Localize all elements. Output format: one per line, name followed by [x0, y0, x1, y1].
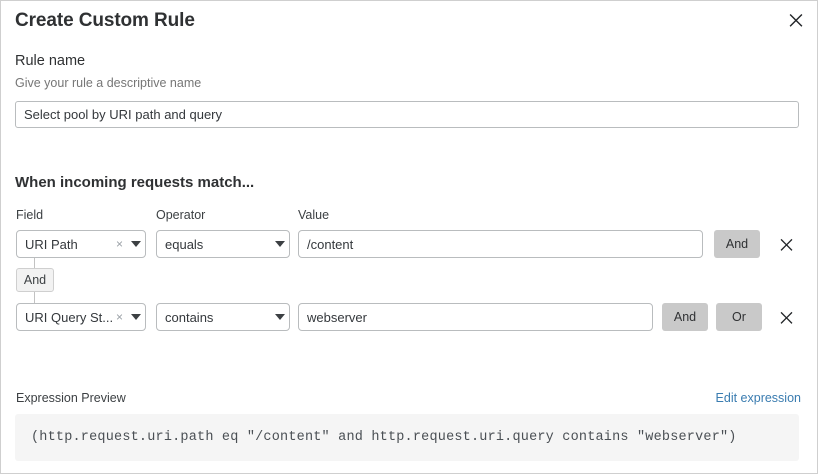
close-icon-glyph — [780, 311, 792, 324]
operator-select-2-label: contains — [165, 309, 214, 325]
field-select-1[interactable]: URI Path × — [16, 230, 146, 258]
condition-connector-line-bottom — [34, 292, 35, 303]
chevron-down-icon[interactable] — [271, 241, 289, 247]
value-input-1[interactable] — [298, 230, 703, 258]
rule-name-help-text: Give your rule a descriptive name — [15, 76, 202, 90]
add-or-condition-button-2[interactable]: Or — [716, 303, 762, 331]
column-header-field: Field — [16, 208, 44, 222]
close-icon-glyph — [780, 238, 792, 251]
match-conditions-heading: When incoming requests match... — [15, 174, 255, 191]
column-header-operator: Operator — [156, 208, 206, 222]
operator-select-2[interactable]: contains — [156, 303, 290, 331]
expression-preview-box: (http.request.uri.path eq "/content" and… — [15, 414, 799, 461]
operator-select-1-label: equals — [165, 236, 204, 252]
page-title: Create Custom Rule — [15, 10, 195, 31]
chevron-down-icon[interactable] — [271, 314, 289, 320]
close-icon[interactable] — [783, 7, 809, 33]
field-select-2-label: URI Query St... — [25, 309, 114, 325]
column-header-value: Value — [298, 208, 330, 222]
field-select-1-label: URI Path — [25, 236, 78, 252]
value-input-2[interactable] — [298, 303, 653, 331]
rule-name-label: Rule name — [15, 53, 86, 69]
expression-preview-text: (http.request.uri.path eq "/content" and… — [31, 430, 737, 445]
rule-name-input[interactable] — [15, 101, 799, 128]
close-icon-glyph — [789, 14, 803, 27]
delete-condition-button-2[interactable] — [775, 303, 797, 331]
edit-expression-link[interactable]: Edit expression — [715, 391, 801, 405]
chevron-down-icon[interactable] — [127, 241, 145, 247]
delete-condition-button-1[interactable] — [775, 230, 797, 258]
clear-icon[interactable]: × — [115, 236, 123, 251]
add-and-condition-button-2[interactable]: And — [662, 303, 708, 331]
add-and-condition-button-1[interactable]: And — [714, 230, 760, 258]
expression-preview-label: Expression Preview — [16, 391, 126, 405]
group-logic-and-badge[interactable]: And — [16, 268, 54, 292]
clear-icon[interactable]: × — [115, 309, 123, 324]
condition-connector-line-top — [34, 258, 35, 269]
operator-select-1[interactable]: equals — [156, 230, 290, 258]
field-select-2[interactable]: URI Query St... × — [16, 303, 146, 331]
chevron-down-icon[interactable] — [127, 314, 145, 320]
